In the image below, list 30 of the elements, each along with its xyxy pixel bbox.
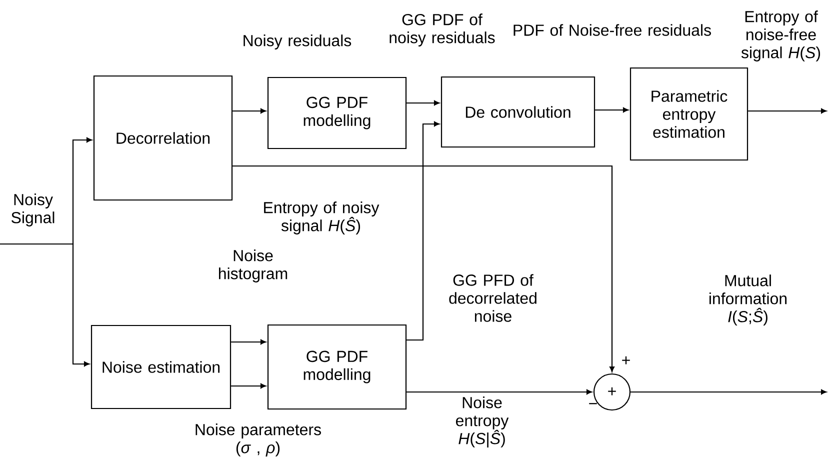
edge-label: Mutual information I(S;Ŝ) [710, 274, 787, 326]
arrow [406, 100, 440, 106]
arrow [406, 121, 440, 341]
arrow [630, 389, 827, 395]
edge-label: Noise histogram [219, 250, 288, 282]
arrow [232, 108, 266, 114]
edge-label: Noise parameters (σ , ρ) [196, 424, 321, 456]
edge-label: GG PFD of decorrelated noise [449, 274, 536, 322]
edge-label: Noise entropy H(S|Ŝ) [456, 396, 509, 448]
process-box: Decorrelation [93, 75, 233, 201]
arrow [595, 107, 628, 113]
arrow [0, 243, 90, 367]
input-label: Noisy Signal [12, 194, 54, 226]
process-box: Noise estimation [90, 324, 232, 410]
arrow [231, 383, 266, 389]
process-box: GG PDF modelling [267, 76, 407, 150]
arrow [406, 389, 592, 395]
arrow [231, 339, 266, 345]
process-box: De convolution [440, 76, 596, 148]
sign-label: − [589, 403, 597, 404]
edge-label: Noisy residuals [244, 34, 352, 50]
sign-label: + [622, 356, 630, 364]
edge-label: Entropy of noisy signal H(Ŝ) [264, 202, 380, 234]
process-box: GG PDF modelling [267, 324, 407, 410]
process-box: Parametric entropy estimation [630, 67, 748, 161]
edge-label: Entropy of noise-free signal H(S) [741, 10, 820, 62]
edge-label: PDF of Noise-free residuals [514, 24, 711, 36]
arrow [232, 165, 615, 372]
edge-label: GG PDF of noisy residuals [390, 14, 495, 46]
arrow [748, 108, 827, 114]
